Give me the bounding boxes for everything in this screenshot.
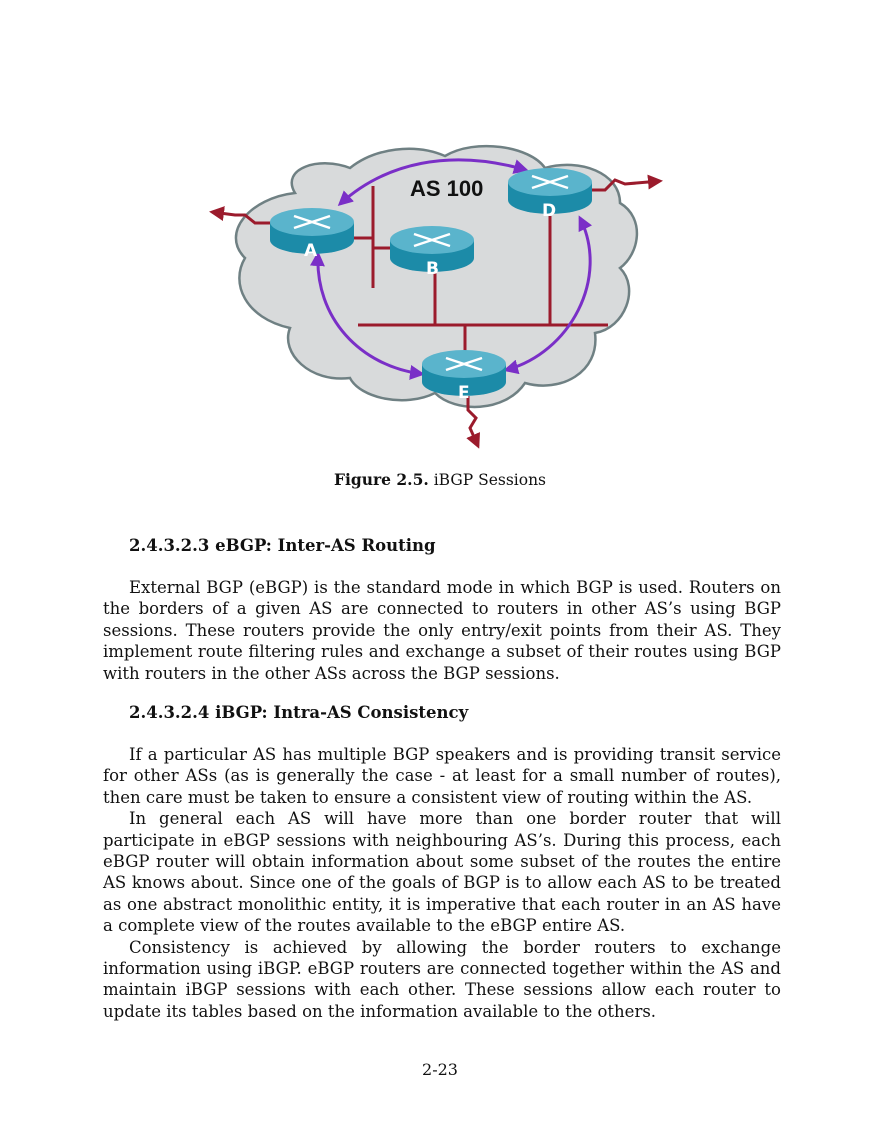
paragraph: External BGP (eBGP) is the standard mode… — [103, 578, 781, 683]
ebgp-link-a — [209, 206, 274, 225]
ebgp-link-d — [592, 174, 663, 192]
router-d-label: D — [542, 201, 556, 221]
figure-caption: Figure 2.5. iBGP Sessions — [0, 470, 880, 489]
ibgp-session-a-d — [337, 158, 529, 207]
as-label: AS 100 — [410, 176, 483, 201]
router-d[interactable]: D — [508, 168, 592, 221]
figure-caption-text: iBGP Sessions — [433, 471, 547, 489]
router-e-label: E — [458, 383, 470, 403]
router-arrows-icon — [293, 214, 331, 230]
paragraph: Consistency is achieved by allowing the … — [103, 937, 781, 1021]
paragraph: In general each AS will have more than o… — [103, 809, 781, 936]
section-body-ibgp: If a particular AS has multiple BGP spea… — [103, 744, 781, 1022]
paragraph: If a particular AS has multiple BGP spea… — [103, 745, 781, 807]
network-diagram: AS 100 A B D — [209, 144, 663, 449]
router-arrows-icon — [445, 356, 483, 372]
router-arrows-icon — [413, 232, 451, 248]
router-e[interactable]: E — [422, 350, 506, 403]
ebgp-link-e — [466, 396, 480, 449]
router-b[interactable]: B — [390, 226, 474, 279]
router-b-label: B — [426, 259, 439, 279]
section-heading-ebgp: 2.4.3.2.3 eBGP: Inter-AS Routing — [129, 536, 436, 555]
ibgp-session-a-e — [309, 251, 425, 380]
router-arrows-icon — [531, 174, 569, 190]
ibgp-session-d-e — [503, 215, 593, 375]
section-body-ebgp: External BGP (eBGP) is the standard mode… — [103, 577, 781, 684]
figure-caption-label: Figure 2.5. — [333, 470, 429, 489]
section-heading-ibgp: 2.4.3.2.4 iBGP: Intra-AS Consistency — [129, 703, 469, 722]
router-a[interactable]: A — [270, 208, 354, 261]
page-number: 2-23 — [422, 1060, 458, 1079]
ibgp-sessions-figure: AS 100 A B D — [200, 138, 680, 460]
router-a-label: A — [304, 241, 318, 261]
